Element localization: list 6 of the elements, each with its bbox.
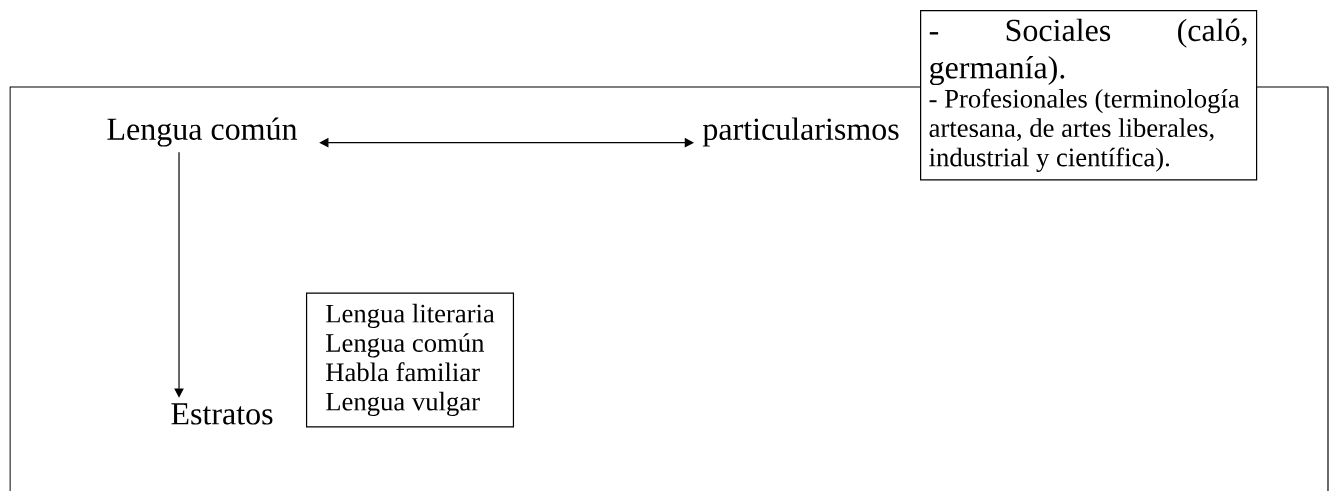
term-label: Estratos (171, 403, 273, 425)
note-box: - Sociales (caló, germanía). - Profesionales (terminología artesana, de artes liberales, industrial y científica). (920, 10, 1258, 181)
term-label: Lengua común (107, 117, 298, 147)
list-box: Lengua literaria Lengua común Habla familiar Lengua vulgar (305, 292, 515, 428)
arrow (174, 151, 184, 398)
term-label: particularismos (702, 117, 899, 147)
